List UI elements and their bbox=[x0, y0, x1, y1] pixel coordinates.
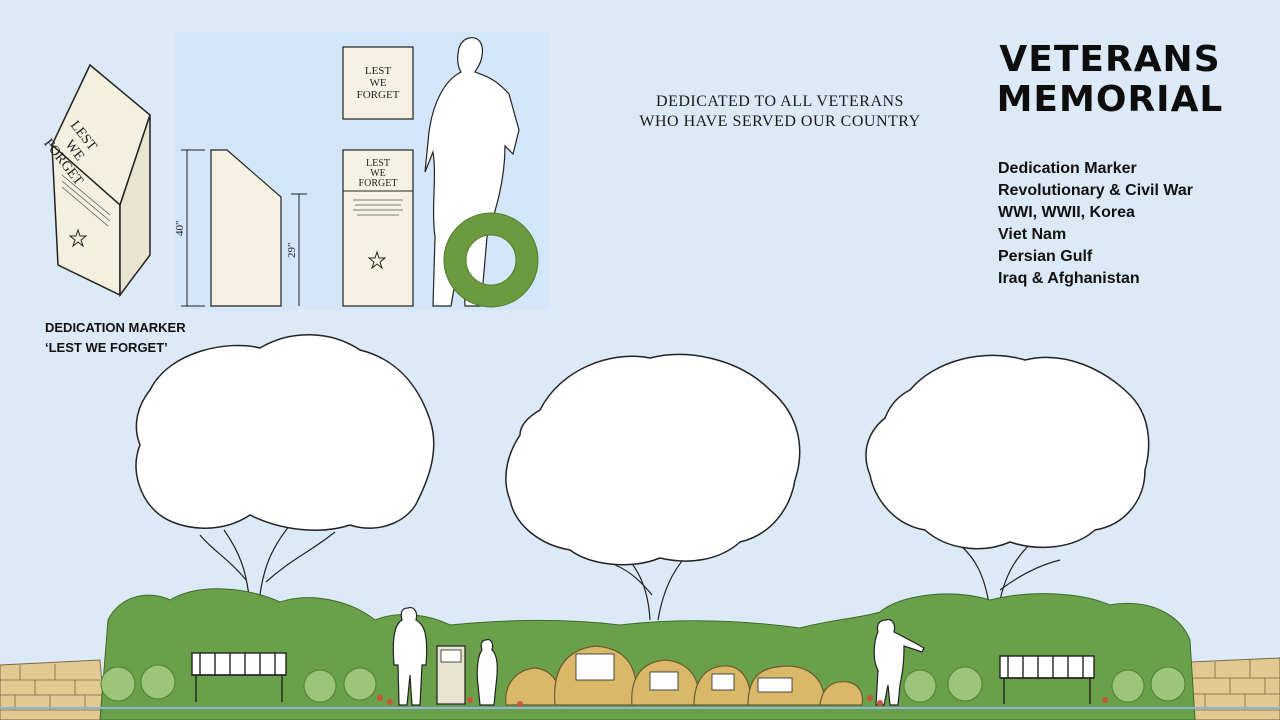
scene-dedication-marker bbox=[436, 645, 466, 705]
front-plate-line3: FORGET bbox=[359, 178, 398, 189]
top-plate-line2: WE bbox=[369, 77, 386, 89]
stone-wall-left bbox=[0, 659, 106, 720]
wreath bbox=[444, 213, 538, 307]
marker-caption: DEDICATION MARKER ‘LEST WE FORGET’ bbox=[45, 318, 186, 358]
memorial-stones bbox=[505, 645, 864, 706]
person-silhouette bbox=[873, 619, 925, 706]
page-title: VETERANS MEMORIAL bbox=[960, 40, 1260, 120]
bench-right bbox=[999, 655, 1095, 704]
tree bbox=[865, 354, 1150, 611]
dimension-tall: 40" bbox=[175, 221, 186, 237]
era-list: Dedication Marker Revolutionary & Civil … bbox=[998, 158, 1193, 290]
era-item: Persian Gulf bbox=[998, 248, 1093, 265]
person-silhouette bbox=[476, 639, 498, 706]
star-icon bbox=[68, 228, 88, 248]
front-plate-line1: LEST bbox=[366, 158, 390, 169]
dedication-statement: DEDICATED TO ALL VETERANS WHO HAVE SERVE… bbox=[580, 92, 980, 132]
marker-elevation-drawing: 40" 29" LEST WE FORGET LEST WE FORGET bbox=[175, 37, 539, 308]
dedication-line2: WHO HAVE SERVED OUR COUNTRY bbox=[639, 113, 921, 130]
memorial-landscape-elevation bbox=[0, 334, 1280, 720]
tree bbox=[505, 353, 801, 621]
era-item: Iraq & Afghanistan bbox=[998, 270, 1140, 287]
marker-caption-line1: DEDICATION MARKER bbox=[45, 320, 186, 335]
marker-perspective-sketch: LEST WE FORGET bbox=[40, 63, 151, 298]
stone-wall-right bbox=[1185, 657, 1280, 720]
tree bbox=[135, 334, 435, 611]
era-item: Viet Nam bbox=[998, 226, 1067, 243]
title-line2: MEMORIAL bbox=[996, 79, 1224, 120]
top-plate-line3: FORGET bbox=[357, 89, 400, 101]
era-item: WWI, WWII, Korea bbox=[998, 204, 1135, 221]
top-plate-line1: LEST bbox=[365, 65, 392, 77]
human-scale-silhouette bbox=[424, 37, 520, 307]
era-item: Revolutionary & Civil War bbox=[998, 182, 1193, 199]
flower-beds bbox=[377, 695, 1108, 707]
shrub-group bbox=[100, 664, 1186, 703]
dedication-line1: DEDICATED TO ALL VETERANS bbox=[656, 93, 904, 110]
title-line1: VETERANS bbox=[999, 39, 1221, 80]
marker-caption-line2: ‘LEST WE FORGET’ bbox=[45, 340, 168, 355]
bench-left bbox=[191, 652, 287, 702]
memorial-plaques bbox=[575, 653, 793, 693]
front-plate-line2: WE bbox=[370, 168, 386, 179]
star-icon bbox=[367, 250, 387, 270]
era-item: Dedication Marker bbox=[998, 160, 1137, 177]
dimension-short: 29" bbox=[286, 243, 298, 259]
person-silhouette bbox=[392, 607, 428, 706]
